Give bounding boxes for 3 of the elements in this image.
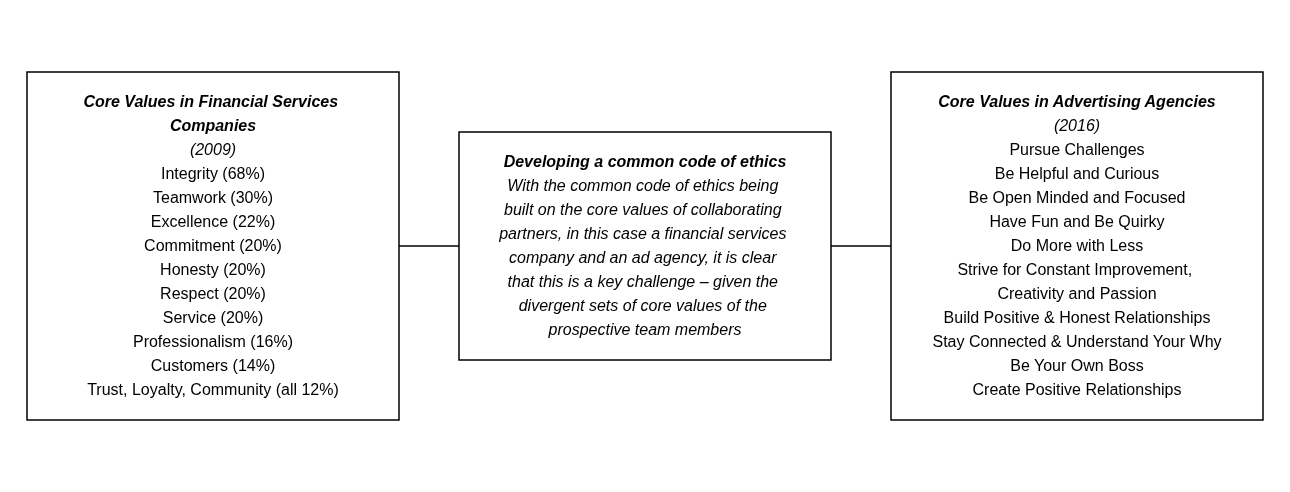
node-box: Core Values in Financial Services Companies (2009) Integrity (68%) Teamwork (30%) Excellence (22%) Commitment (20%) Honesty (20%) Respect (20%) Service (20%) Professionalism (16%) Customers (14%) Trust, Loyalty, Community (all 12%) <box>26 71 400 421</box>
node-box: Developing a common code of ethics With the common code of ethics being built on the core values of collaborating partners, in this case a financial services company and an ad agency, it is clear that this is a key challenge – given the divergent sets of core values of the prospective team members <box>458 131 832 361</box>
node-box: Core Values in Advertising Agencies (2016) Pursue Challenges Be Helpful and Curious Be Open Minded and Focused Have Fun and Be Quirky Do More with Less Strive for Constant Improvement, Creativity and Passion Build Positive & Honest Relationships Stay Connected & Understand Your Why Be Your Own Boss Create Positive Relationships <box>890 71 1264 421</box>
